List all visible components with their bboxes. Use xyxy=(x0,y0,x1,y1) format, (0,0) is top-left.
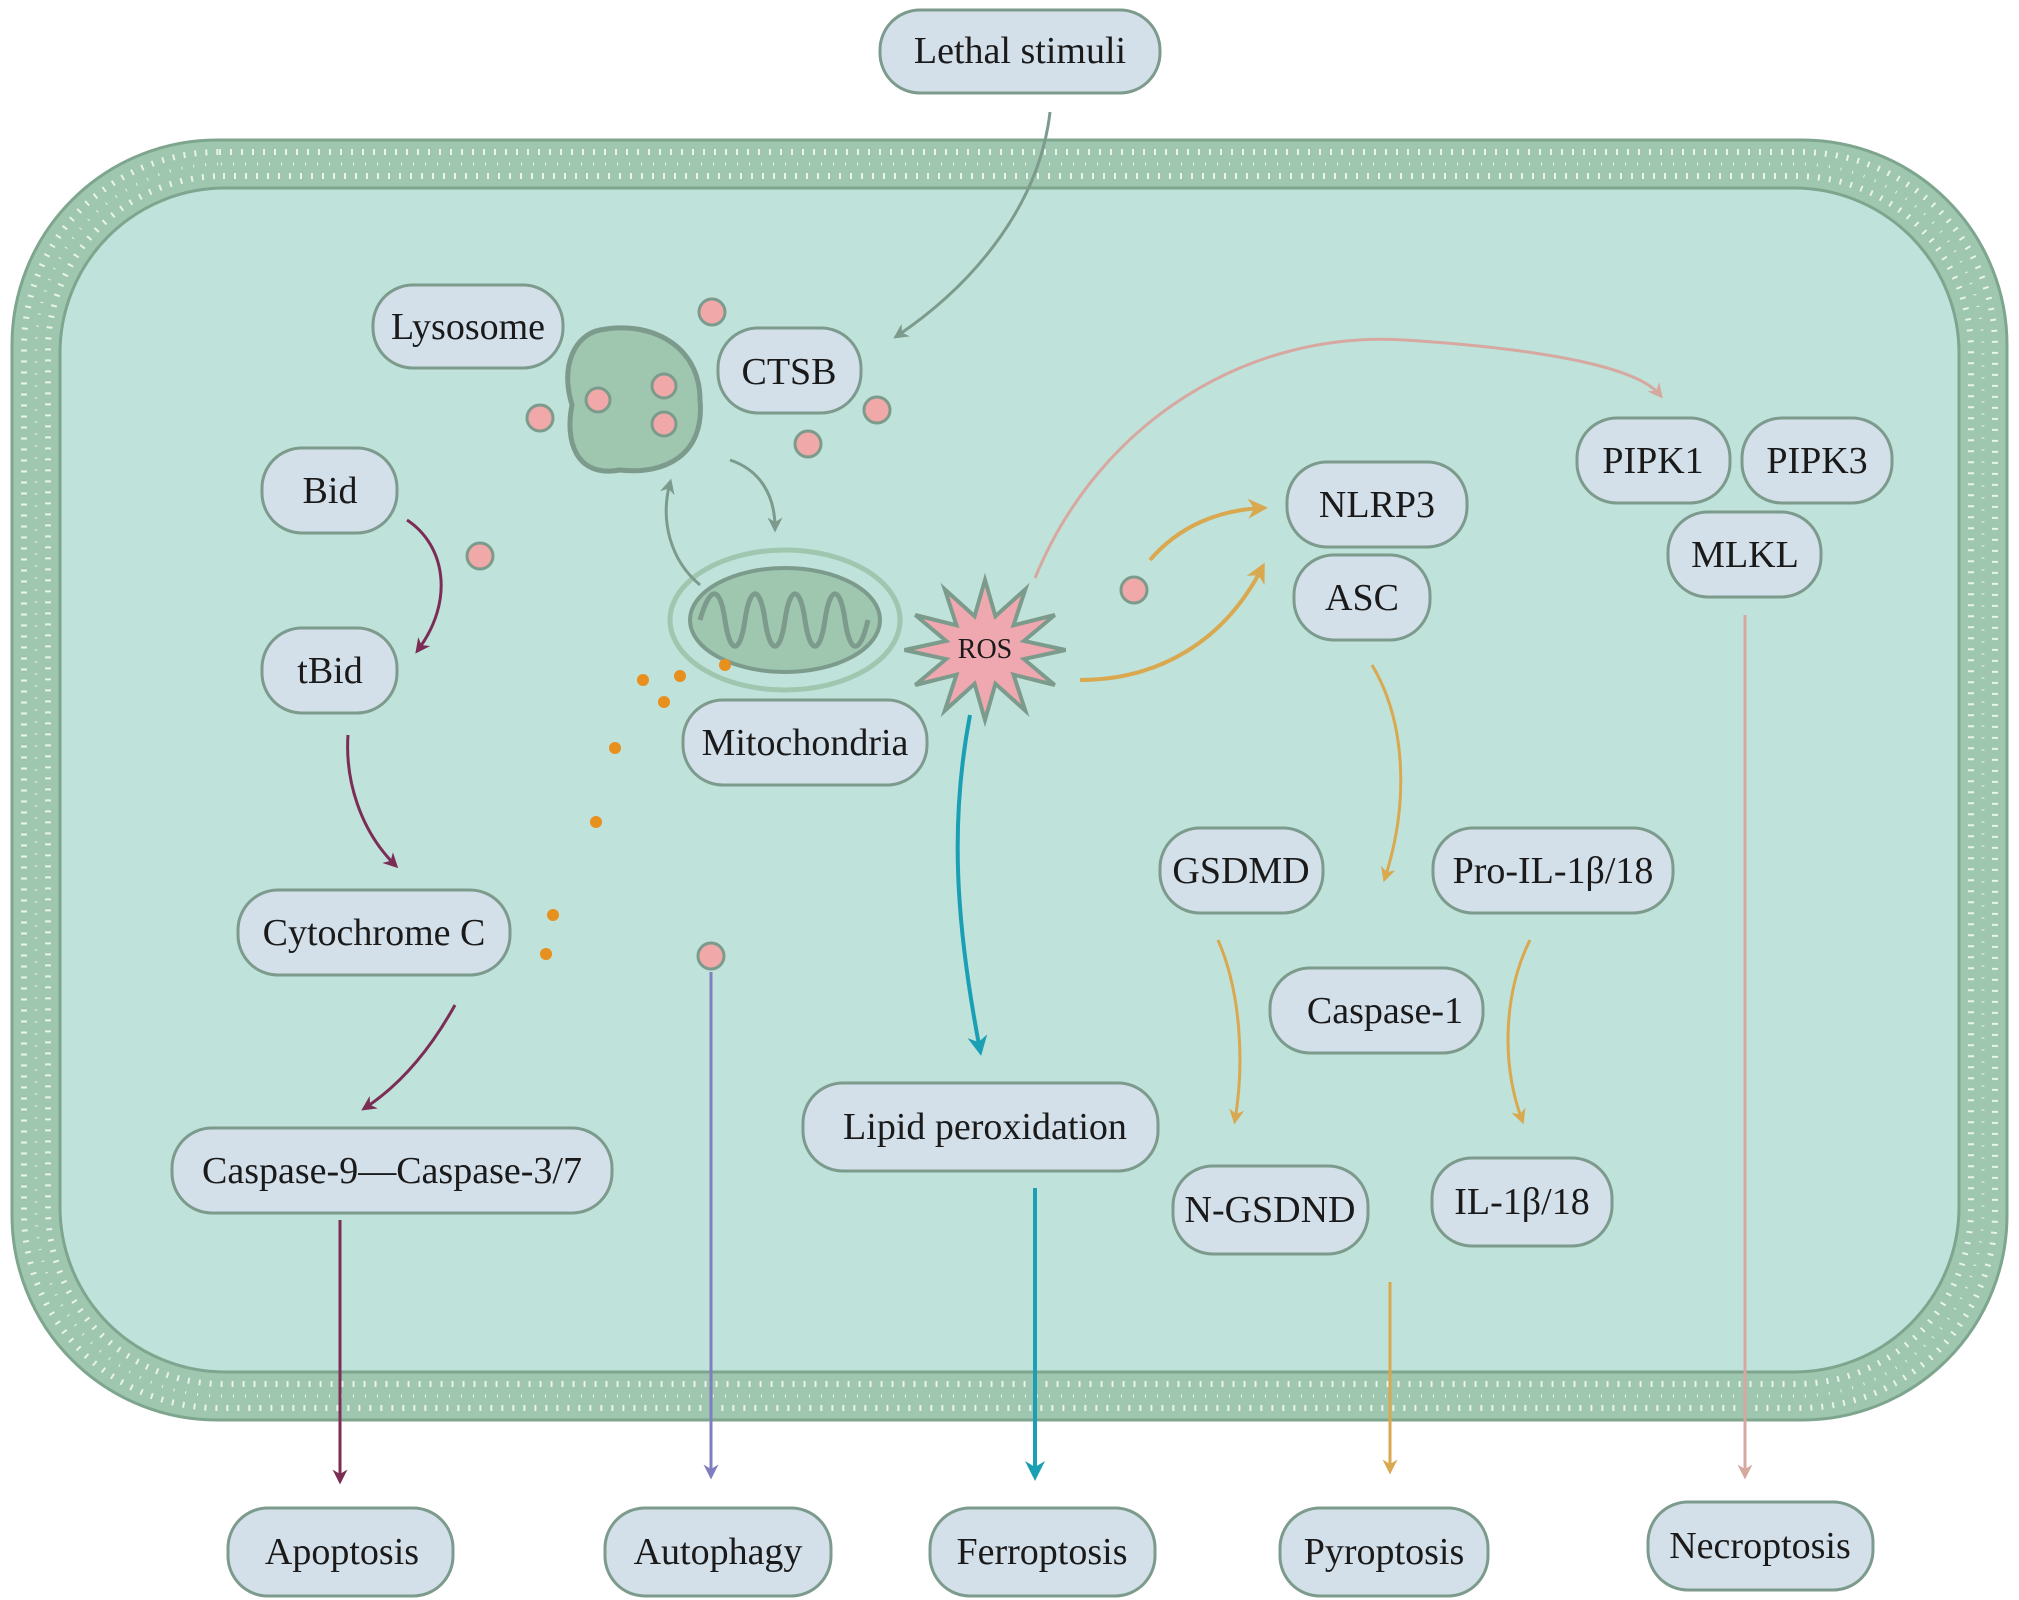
arrow-asc-to-caspase1 xyxy=(1370,664,1403,883)
cytoplasm xyxy=(58,186,1961,1374)
mitochondria-organelle xyxy=(667,547,903,693)
arrow-gsdmd-to-ngsdnd xyxy=(1216,939,1245,1125)
arrow-ros-to-pipk xyxy=(1033,337,1663,579)
particle xyxy=(862,395,892,425)
particle xyxy=(584,386,612,414)
mlkl-label: MLKL xyxy=(1691,534,1799,576)
node-mlkl: MLKL xyxy=(1666,510,1823,599)
outcome-ferroptosis: Ferroptosis xyxy=(928,1506,1157,1598)
node-tbid: tBid xyxy=(260,626,399,715)
outcome-pyroptosis: Pyroptosis xyxy=(1278,1506,1490,1598)
particle xyxy=(650,410,678,438)
n-gsdnd-label: N-GSDND xyxy=(1185,1189,1356,1231)
arrow-stimuli-to-cell xyxy=(893,111,1052,339)
node-caspase-chain: Caspase-9—Caspase-3/7 xyxy=(170,1126,614,1215)
node-caspase1: Caspase-1 xyxy=(1268,966,1485,1055)
particle xyxy=(465,541,495,571)
node-n-gsdnd: N-GSDND xyxy=(1171,1164,1370,1256)
autophagy-label: Autophagy xyxy=(634,1531,803,1573)
node-pro-il: Pro-IL-1β/18 xyxy=(1431,826,1675,915)
pipk1-label: PIPK1 xyxy=(1602,440,1703,482)
arrow-bid-to-tbid xyxy=(406,518,443,654)
nlrp3-label: NLRP3 xyxy=(1319,484,1435,526)
particle xyxy=(697,297,727,327)
il-label: IL-1β/18 xyxy=(1454,1181,1589,1223)
lethal-stimuli-label: Lethal stimuli xyxy=(914,30,1126,72)
arrow-proil-to-il xyxy=(1506,939,1532,1125)
node-mitochondria: Mitochondria xyxy=(681,698,929,787)
node-nlrp3: NLRP3 xyxy=(1285,460,1469,549)
caspase-chain-label: Caspase-9—Caspase-3/7 xyxy=(202,1150,582,1192)
node-gsdmd: GSDMD xyxy=(1158,826,1325,915)
lysosome-organelle xyxy=(565,325,703,474)
asc-label: ASC xyxy=(1325,577,1399,619)
pyroptosis-label: Pyroptosis xyxy=(1304,1531,1464,1573)
arrow-tbid-to-cytochrome xyxy=(346,734,399,869)
lysosome-label: Lysosome xyxy=(391,306,545,348)
mitochondria-label: Mitochondria xyxy=(702,722,909,764)
node-lysosome: Lysosome xyxy=(371,283,565,370)
arrow-mito-to-lysosome xyxy=(660,478,701,587)
arrows xyxy=(332,111,1753,1485)
node-bid: Bid xyxy=(260,446,399,535)
particle xyxy=(1119,575,1149,605)
ctsb-label: CTSB xyxy=(741,351,836,393)
caspase1-label: Caspase-1 xyxy=(1307,990,1463,1032)
node-pipk1: PIPK1 xyxy=(1575,416,1732,505)
ferroptosis-label: Ferroptosis xyxy=(957,1531,1128,1573)
particle xyxy=(696,941,726,971)
necroptosis-label: Necroptosis xyxy=(1669,1525,1851,1567)
bid-label: Bid xyxy=(303,470,358,512)
arrow-particle-to-nlrp3 xyxy=(1148,498,1268,562)
node-asc: ASC xyxy=(1292,553,1432,642)
cytochrome-c-dots xyxy=(540,659,731,960)
ros-label: ROS xyxy=(958,634,1012,665)
lipid-peroxidation-label: Lipid peroxidation xyxy=(843,1106,1127,1148)
cell-membrane xyxy=(10,138,2009,1422)
ros-burst: ROS xyxy=(904,572,1066,728)
gsdmd-label: GSDMD xyxy=(1172,850,1309,892)
arrow-ros-to-lipid xyxy=(955,714,988,1056)
node-ctsb: CTSB xyxy=(716,326,863,415)
outcome-necroptosis: Necroptosis xyxy=(1646,1500,1875,1592)
node-lethal-stimuli: Lethal stimuli xyxy=(878,8,1162,95)
node-lipid-peroxidation: Lipid peroxidation xyxy=(801,1081,1160,1173)
outcome-apoptosis: Apoptosis xyxy=(226,1506,455,1598)
particle xyxy=(650,372,678,400)
cytochrome-c-label: Cytochrome C xyxy=(263,912,486,954)
arrow-cytochrome-to-caspase xyxy=(361,1004,457,1111)
node-pipk3: PIPK3 xyxy=(1740,416,1894,505)
arrow-ros-to-asc xyxy=(1079,562,1265,682)
pro-il-label: Pro-IL-1β/18 xyxy=(1453,850,1654,892)
pipk3-label: PIPK3 xyxy=(1766,440,1867,482)
ctsb-particles xyxy=(465,297,1149,971)
arrow-lysosome-to-mito xyxy=(729,458,783,533)
outcome-autophagy: Autophagy xyxy=(603,1506,833,1598)
tbid-label: tBid xyxy=(297,650,362,692)
apoptosis-label: Apoptosis xyxy=(265,1531,419,1573)
particle xyxy=(525,403,555,433)
node-il: IL-1β/18 xyxy=(1430,1156,1614,1248)
node-cytochrome-c: Cytochrome C xyxy=(236,888,512,977)
particle xyxy=(793,429,823,459)
